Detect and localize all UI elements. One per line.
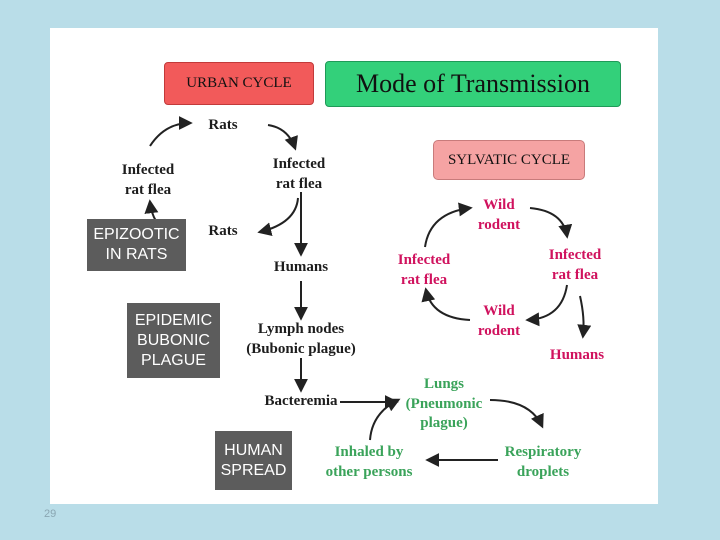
stage-human-line-2: SPREAD	[220, 461, 287, 479]
sylvatic-wild-rodent-top: Wild rodent	[478, 196, 520, 235]
stage-epidemic-box: EPIDEMIC BUBONIC PLAGUE	[127, 303, 220, 378]
lungs-line-2: (Pneumonic	[405, 395, 483, 412]
sylvatic-infected-flea-left-line-1: Infected	[397, 252, 451, 268]
urban-lymph-nodes: Lymph nodes (Bubonic plague)	[246, 320, 356, 359]
page-number: 29	[44, 508, 57, 520]
respiratory-droplets: Respiratory droplets	[505, 443, 582, 482]
sylvatic-cycle-heading: SYLVATIC CYCLE	[433, 140, 585, 180]
stage-human-spread-box: HUMAN SPREAD	[215, 431, 292, 490]
sylvatic-wild-rodent-bottom-line-2: rodent	[477, 322, 521, 339]
arrow-sylv-flea-to-rodent-bottom	[525, 284, 568, 327]
sylvatic-infected-flea-right-line-2: rat flea	[551, 266, 599, 283]
sylvatic-infected-flea-right: Infected rat flea	[549, 246, 602, 285]
urban-infected-flea-left-line-1: Infected	[121, 162, 175, 178]
stage-epidemic-line-1: EPIDEMIC	[134, 311, 213, 329]
respiratory-line-2: droplets	[516, 463, 570, 480]
slide: URBAN CYCLE Mode of Transmission SYLVATI…	[50, 28, 658, 504]
urban-infected-flea-left: Infected rat flea	[122, 161, 175, 200]
urban-lymph-line-2: (Bubonic plague)	[246, 340, 356, 357]
stage-epizootic-line-1: EPIZOOTIC	[93, 226, 180, 243]
urban-rats-bottom: Rats	[208, 223, 238, 239]
sylvatic-wild-rodent-top-line-2: rodent	[477, 216, 521, 233]
arrow-flea-to-rats-bottom	[257, 197, 299, 237]
urban-lymph-line-1: Lymph nodes	[257, 321, 345, 337]
arrow-sylv-flea-to-rodent	[424, 202, 473, 248]
arrow-rodent-to-sylv-flea-left	[421, 287, 471, 321]
lungs-pneumonic-plague: Lungs (Pneumonic plague)	[406, 375, 483, 434]
page-title: Mode of Transmission	[325, 61, 621, 107]
respiratory-line-1: Respiratory	[504, 444, 582, 460]
sylvatic-wild-rodent-bottom-line-1: Wild	[483, 303, 515, 319]
urban-humans: Humans	[273, 259, 329, 275]
urban-bacteremia: Bacteremia	[264, 393, 338, 409]
urban-rats-top: Rats	[208, 117, 238, 133]
urban-infected-flea-left-line-2: rat flea	[124, 181, 172, 198]
lungs-line-3: plague)	[420, 415, 468, 431]
urban-infected-flea-right-line-1: Infected	[272, 156, 326, 172]
arrow-rats-to-flea	[267, 124, 298, 151]
lungs-line-1: Lungs	[423, 376, 465, 392]
inhaled-by-other-persons: Inhaled by other persons	[326, 443, 413, 482]
stage-human-line-1: HUMAN	[224, 441, 283, 459]
sylvatic-wild-rodent-top-line-1: Wild	[483, 197, 515, 213]
flow-arrows	[144, 116, 592, 467]
urban-infected-flea-right: Infected rat flea	[273, 155, 326, 194]
stage-epizootic-box: EPIZOOTIC IN RATS	[87, 219, 186, 271]
sylvatic-humans: Humans	[549, 347, 605, 363]
arrow-lungs-to-droplets	[489, 399, 544, 429]
arrow-flea-to-rats	[149, 116, 193, 147]
inhaled-line-1: Inhaled by	[334, 444, 404, 460]
sylvatic-infected-flea-right-line-1: Infected	[548, 247, 602, 263]
stage-epizootic-line-2: IN RATS	[105, 246, 168, 263]
inhaled-line-2: other persons	[325, 463, 413, 480]
sylvatic-infected-flea-left-line-2: rat flea	[400, 271, 448, 288]
arrow-sylv-flea-to-humans	[577, 295, 592, 339]
stage-epidemic-line-3: PLAGUE	[141, 351, 206, 369]
arrow-rodent-to-sylv-flea	[529, 207, 573, 239]
arrow-inhaled-to-lungs	[369, 398, 401, 441]
stage-epidemic-line-2: BUBONIC	[137, 331, 210, 349]
sylvatic-infected-flea-left: Infected rat flea	[398, 251, 451, 290]
sylvatic-wild-rodent-bottom: Wild rodent	[478, 302, 520, 341]
urban-infected-flea-right-line-2: rat flea	[275, 175, 323, 192]
urban-cycle-heading: URBAN CYCLE	[164, 62, 314, 105]
